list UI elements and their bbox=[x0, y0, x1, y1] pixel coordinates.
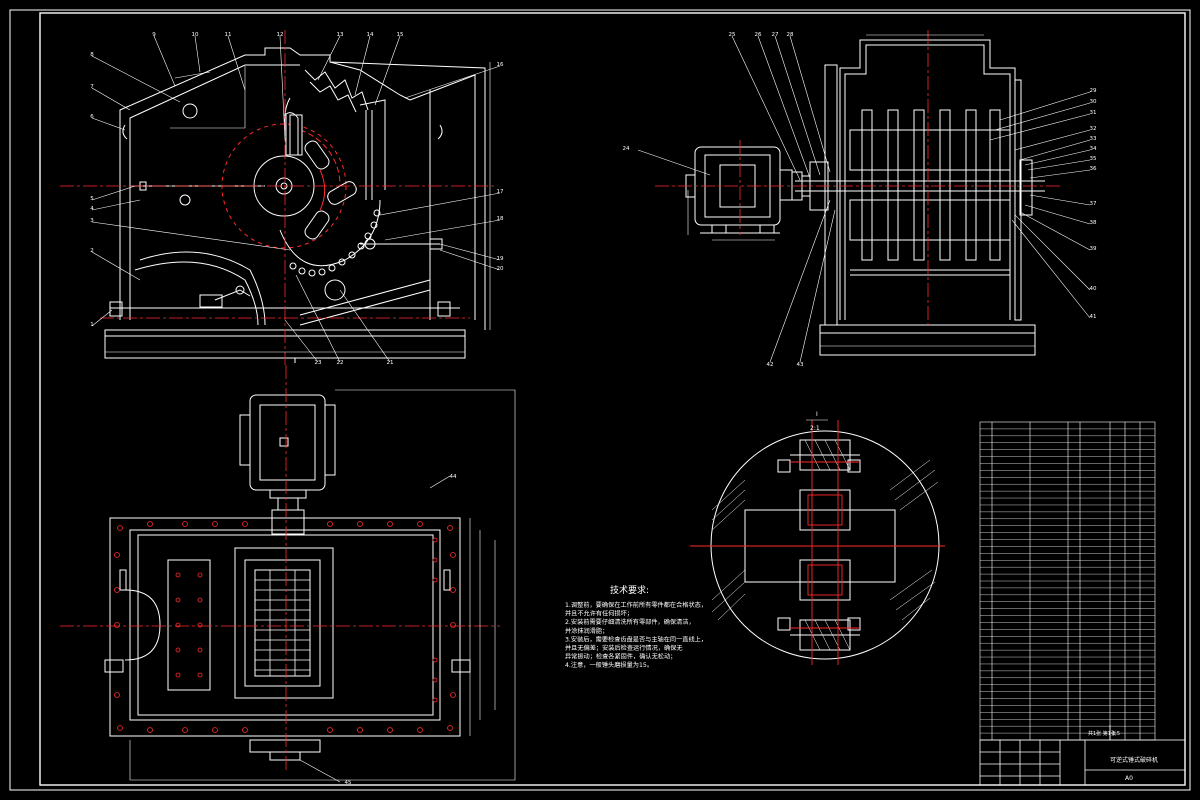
front-view-balloon: 8 bbox=[90, 52, 94, 58]
detail-label: I bbox=[816, 411, 818, 418]
tech-requirement-line: 异常振动；检查各紧固件，确认无松动； bbox=[565, 653, 676, 661]
front-view-balloon: 3 bbox=[90, 218, 94, 224]
side-view-balloon: 36 bbox=[1090, 166, 1097, 172]
plan-view-centerlines bbox=[60, 365, 500, 770]
plan-view-bolts bbox=[114, 521, 456, 733]
side-view-balloon: 25 bbox=[729, 32, 736, 38]
detail-view bbox=[710, 430, 940, 660]
side-view-dimensions bbox=[687, 34, 1035, 347]
plan-view bbox=[104, 394, 471, 761]
front-view-balloon: 15 bbox=[397, 32, 404, 38]
side-section-view bbox=[685, 39, 1045, 356]
front-view-balloon: 4 bbox=[90, 206, 94, 212]
front-view-balloon: 5 bbox=[90, 196, 94, 202]
side-view-balloon: 28 bbox=[787, 32, 794, 38]
front-view-balloon: 19 bbox=[497, 256, 504, 262]
tech-requirement-line: 4.注意，一般锤头磨损量为15。 bbox=[565, 661, 653, 669]
front-view-balloon: 18 bbox=[497, 216, 504, 222]
front-view-centerlines bbox=[60, 30, 495, 365]
front-view-balloon: 13 bbox=[337, 32, 344, 38]
front-view-balloon: 6 bbox=[90, 114, 94, 120]
title-block-material: A0 bbox=[1125, 775, 1133, 782]
front-section-view bbox=[104, 47, 486, 363]
front-view-balloon: 10 bbox=[192, 32, 199, 38]
front-view-balloon: 1 bbox=[90, 322, 94, 328]
detail-view-red bbox=[690, 420, 945, 665]
front-view-dimensions bbox=[105, 62, 491, 353]
tech-requirements-notes: 1.调整前，要确保在工作前所有零件都在合格状态， 并且不允许有任何损坏；2.安装… bbox=[565, 601, 707, 669]
side-view-balloon: 32 bbox=[1090, 126, 1097, 132]
outer-border bbox=[9, 9, 1191, 791]
plan-view-balloon: 45 bbox=[345, 780, 352, 786]
tech-requirement-line: 1.调整前，要确保在工作前所有零件都在合格状态， bbox=[565, 601, 707, 609]
front-view-balloon: 12 bbox=[277, 32, 284, 38]
side-view-leaders bbox=[637, 35, 1091, 363]
inner-border bbox=[39, 12, 1186, 786]
tech-requirement-line: 2.安装前需要仔细清洗所有零部件，确保清洁， bbox=[565, 618, 695, 626]
side-view-balloon: 38 bbox=[1090, 220, 1097, 226]
front-view-balloon: 17 bbox=[497, 189, 504, 195]
side-view-balloon: 27 bbox=[772, 32, 779, 38]
tech-requirement-line: 并且无偏差；安装后检查运行情况，确保无 bbox=[565, 644, 683, 652]
front-view-leaders bbox=[91, 35, 501, 363]
side-view-balloon: 34 bbox=[1090, 146, 1097, 152]
title-block bbox=[979, 725, 1186, 786]
parts-list-rows bbox=[980, 428, 1155, 734]
tech-requirements-title: 技术要求: bbox=[610, 584, 649, 596]
plan-view-dimensions bbox=[129, 389, 516, 783]
side-view-balloon: 40 bbox=[1090, 286, 1097, 292]
plan-view-balloon: 44 bbox=[450, 474, 457, 480]
front-view-balloon: 16 bbox=[497, 62, 504, 68]
side-view-balloon: 41 bbox=[1090, 314, 1097, 320]
front-view-balloon: 20 bbox=[497, 266, 504, 272]
side-view-balloon: 37 bbox=[1090, 201, 1097, 207]
side-view-balloon: 42 bbox=[767, 362, 774, 368]
front-view-balloon: 2 bbox=[90, 248, 94, 254]
side-view-balloon: 29 bbox=[1090, 88, 1097, 94]
title-block-sheet: 共1张 第1张 bbox=[1088, 730, 1116, 737]
tech-requirement-line: 并且不允许有任何损坏； bbox=[565, 610, 633, 618]
detail-scale: 2:1 bbox=[810, 425, 820, 432]
front-view-balloon: 14 bbox=[367, 32, 374, 38]
side-view-balloon: 30 bbox=[1090, 99, 1097, 105]
front-view-balloon: 11 bbox=[225, 32, 232, 38]
detail-view-hatch bbox=[711, 439, 939, 651]
tech-requirement-line: 并涂抹润滑脂； bbox=[565, 627, 608, 635]
side-view-balloon: 26 bbox=[755, 32, 762, 38]
front-view-balloon: 22 bbox=[337, 360, 344, 366]
front-view-balloon: 21 bbox=[387, 360, 394, 366]
front-view-balloon: 7 bbox=[90, 84, 94, 90]
side-view-balloon: 24 bbox=[623, 146, 630, 152]
side-view-balloon: 35 bbox=[1090, 156, 1097, 162]
side-view-centerlines bbox=[655, 30, 1060, 325]
side-view-balloon: 39 bbox=[1090, 246, 1097, 252]
side-view-balloon: 43 bbox=[797, 362, 804, 368]
side-view-balloon: 33 bbox=[1090, 136, 1097, 142]
title-block-drawing-name: 可逆式锤式破碎机 bbox=[1110, 756, 1158, 764]
title-block-scale: 1:5 bbox=[1112, 731, 1120, 737]
tech-requirement-line: 3.安装后，需要检查齿盘是否与主轴在同一直线上， bbox=[565, 635, 707, 643]
front-view-balloon: 9 bbox=[152, 32, 156, 38]
front-view-balloon: 23 bbox=[315, 360, 322, 366]
side-view-balloon: 31 bbox=[1090, 110, 1097, 116]
